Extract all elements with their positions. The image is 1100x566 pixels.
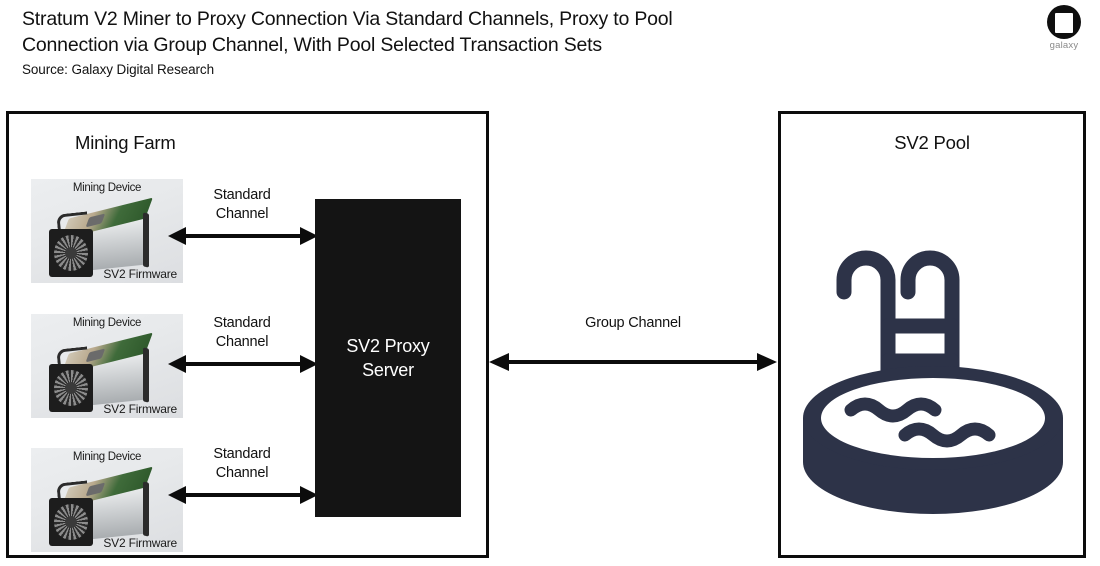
swimming-pool-icon [803, 250, 1063, 514]
sv2-proxy-server-box: SV2 Proxy Server [315, 199, 461, 517]
standard-channel-arrow [168, 486, 318, 504]
asic-rail [143, 347, 149, 403]
firmware-label: SV2 Firmware [103, 402, 177, 416]
galaxy-logo-mark [1047, 5, 1081, 39]
sv2-pool-title: SV2 Pool [894, 132, 970, 153]
mining-device-label: Mining Device [72, 317, 142, 329]
pool-basin-shape [803, 366, 1063, 514]
galaxy-logo: galaxy [1036, 5, 1092, 51]
sv2-proxy-server-label: SV2 Proxy Server [346, 336, 430, 380]
galaxy-wordmark: galaxy [1049, 40, 1079, 51]
group-channel-arrow [489, 353, 777, 371]
mining-device-card: Mining Device SV2 Firmware [31, 179, 183, 283]
firmware-label: SV2 Firmware [103, 536, 177, 550]
header: Stratum V2 Miner to Proxy Connection Via… [22, 6, 822, 79]
firmware-label: SV2 Firmware [103, 267, 177, 281]
group-channel-label: Group Channel [585, 315, 681, 331]
standard-channel-label: Standard Channel [213, 187, 271, 222]
asic-fan-icon [49, 498, 93, 546]
mining-device-label: Mining Device [72, 182, 142, 194]
source-caption: Source: Galaxy Digital Research [22, 62, 214, 77]
mining-device-card: Mining Device SV2 Firmware [31, 314, 183, 418]
asic-fan-icon [49, 364, 93, 412]
page-title: Stratum V2 Miner to Proxy Connection Via… [22, 8, 673, 56]
standard-channel-arrow [168, 355, 318, 373]
asic-miner-icon [47, 197, 169, 277]
asic-rail [143, 481, 149, 537]
standard-channel-label: Standard Channel [213, 446, 271, 481]
asic-rail [143, 212, 149, 268]
pool-water-waves [844, 397, 996, 448]
asic-fan-icon [49, 229, 93, 277]
logo-square-shape [1052, 10, 1076, 36]
asic-miner-icon [47, 332, 169, 412]
mining-device-card: Mining Device SV2 Firmware [31, 448, 183, 552]
asic-miner-icon [47, 466, 169, 546]
standard-channel-label: Standard Channel [213, 315, 271, 350]
mining-farm-title: Mining Farm [75, 132, 176, 153]
standard-channel-arrow [168, 227, 318, 245]
mining-device-label: Mining Device [72, 451, 142, 463]
